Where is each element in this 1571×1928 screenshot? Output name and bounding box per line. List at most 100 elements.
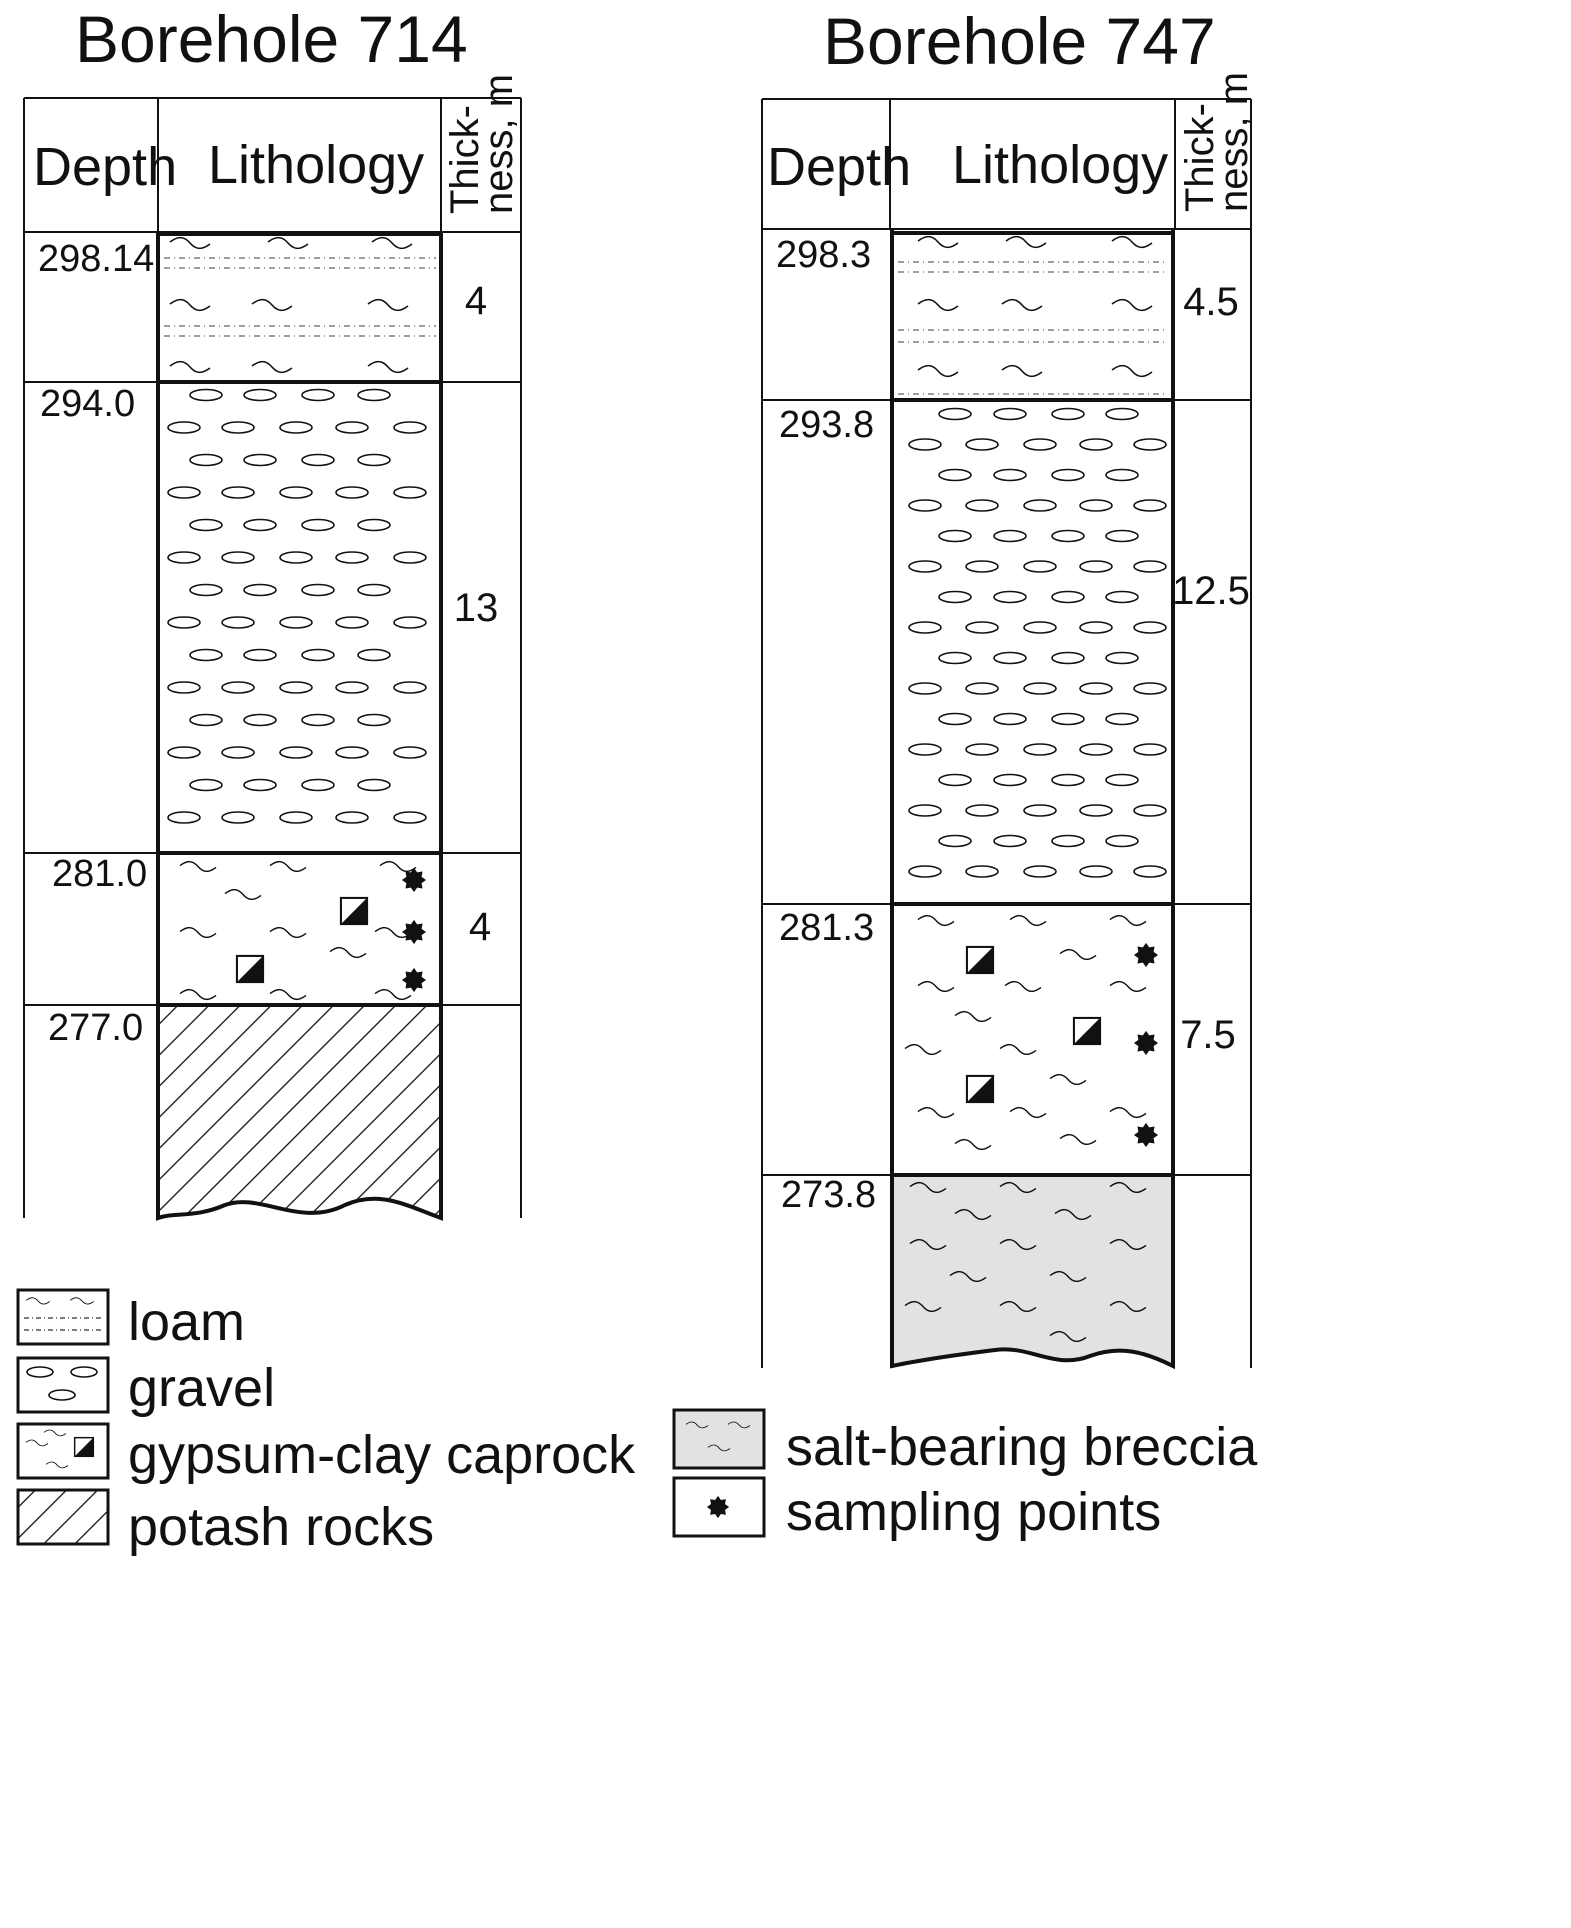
depth-header: Depth <box>767 137 911 197</box>
svg-text:ness, m: ness, m <box>1212 72 1256 212</box>
pebble-mark <box>189 388 223 402</box>
thickness-label: 4 <box>469 905 491 949</box>
pebble-mark <box>221 551 255 564</box>
layer-loam <box>898 235 1168 395</box>
legend-label: salt-bearing breccia <box>786 1417 1258 1477</box>
pebble-mark <box>1023 804 1057 817</box>
wave-mark <box>917 235 959 249</box>
pebble-mark <box>965 621 999 634</box>
depth-label: 281.0 <box>52 853 147 895</box>
pebble-mark <box>1079 865 1113 878</box>
pebble-mark <box>1023 499 1057 512</box>
pebble-mark <box>279 421 313 434</box>
wave-mark <box>1111 235 1153 249</box>
pebble-mark <box>1133 499 1167 512</box>
thickness-label: 7.5 <box>1180 1013 1236 1057</box>
pebble-mark <box>1079 560 1113 573</box>
sampling-point-icon <box>1133 1122 1159 1148</box>
layer-potash-rocks <box>156 1003 443 1221</box>
pebble-mark <box>167 551 201 564</box>
pebble-mark <box>279 616 313 629</box>
pebble-mark <box>1023 560 1057 573</box>
pebble-mark <box>221 746 255 759</box>
legend-item-caprock: gypsum-clay caprock <box>16 1422 636 1485</box>
pebble-mark <box>279 551 313 564</box>
wave-mark <box>269 860 307 873</box>
pebble-mark <box>243 388 277 402</box>
pebble-mark <box>243 648 277 662</box>
svg-text:Thick-: Thick- <box>443 105 487 214</box>
pebble-mark <box>938 834 972 848</box>
gypsum-mark <box>965 945 995 975</box>
wave-mark <box>224 888 262 901</box>
depth-label: 298.3 <box>776 234 871 276</box>
legend-item-sampling: sampling points <box>672 1476 1161 1542</box>
pebble-mark <box>301 648 335 662</box>
pebble-mark <box>243 453 277 467</box>
pebble-mark <box>1105 651 1139 665</box>
pebble-mark <box>1133 560 1167 573</box>
pebble-mark <box>335 486 369 499</box>
pebble-mark <box>993 529 1027 543</box>
pebble-mark <box>1079 804 1113 817</box>
wave-mark <box>1109 980 1147 993</box>
gypsum-mark <box>235 954 265 984</box>
wave-mark <box>1001 298 1043 312</box>
pebble-mark <box>908 682 942 695</box>
pebble-mark <box>938 773 972 787</box>
wave-mark <box>179 860 217 873</box>
pebble-mark <box>167 811 201 824</box>
legend-item-loam: loam <box>16 1288 245 1352</box>
pebble-mark <box>335 421 369 434</box>
wave-mark <box>371 236 413 250</box>
wave-mark <box>251 360 293 374</box>
pebble-mark <box>1133 865 1167 878</box>
legend-label: loam <box>128 1292 245 1352</box>
pebble-mark <box>167 681 201 694</box>
pebble-mark <box>908 865 942 878</box>
pebble-mark <box>301 778 335 792</box>
pebble-mark <box>221 616 255 629</box>
legend-label: potash rocks <box>128 1497 434 1557</box>
pebble-mark <box>357 518 391 532</box>
pebble-mark <box>1133 804 1167 817</box>
wave-mark <box>367 360 409 374</box>
pebble-mark <box>189 778 223 792</box>
wave-mark <box>954 1138 992 1151</box>
wave-mark <box>917 364 959 378</box>
layer-gravel <box>908 407 1167 878</box>
wave-mark <box>169 360 211 374</box>
pebble-mark <box>1051 834 1085 848</box>
pebble-mark <box>301 583 335 597</box>
wave-mark <box>917 914 955 927</box>
pebble-mark <box>1051 712 1085 726</box>
pebble-mark <box>1023 743 1057 756</box>
pebble-mark <box>1105 529 1139 543</box>
pebble-mark <box>908 438 942 451</box>
pebble-mark <box>1051 468 1085 482</box>
layer-salt-bearing-breccia <box>890 1173 1175 1370</box>
pebble-mark <box>221 811 255 824</box>
pebble-mark <box>1051 773 1085 787</box>
wave-mark <box>1004 980 1042 993</box>
wave-mark <box>1009 1106 1047 1119</box>
wave-mark <box>169 298 211 312</box>
pebble-mark <box>335 681 369 694</box>
pebble-mark <box>965 865 999 878</box>
pebble-mark <box>301 518 335 532</box>
sampling-point-icon <box>1133 1030 1159 1056</box>
depth-label: 273.8 <box>781 1174 876 1216</box>
gypsum-mark <box>965 1074 995 1104</box>
pebble-mark <box>357 713 391 727</box>
pebble-mark <box>1079 438 1113 451</box>
wave-mark <box>1111 364 1153 378</box>
pebble-mark <box>965 804 999 817</box>
pebble-mark <box>167 486 201 499</box>
wave-mark <box>1001 364 1043 378</box>
pebble-mark <box>189 518 223 532</box>
wave-mark <box>367 298 409 312</box>
depth-label: 298.14 <box>38 238 154 280</box>
column-header <box>23 97 522 1218</box>
pebble-mark <box>965 438 999 451</box>
pebble-mark <box>908 621 942 634</box>
